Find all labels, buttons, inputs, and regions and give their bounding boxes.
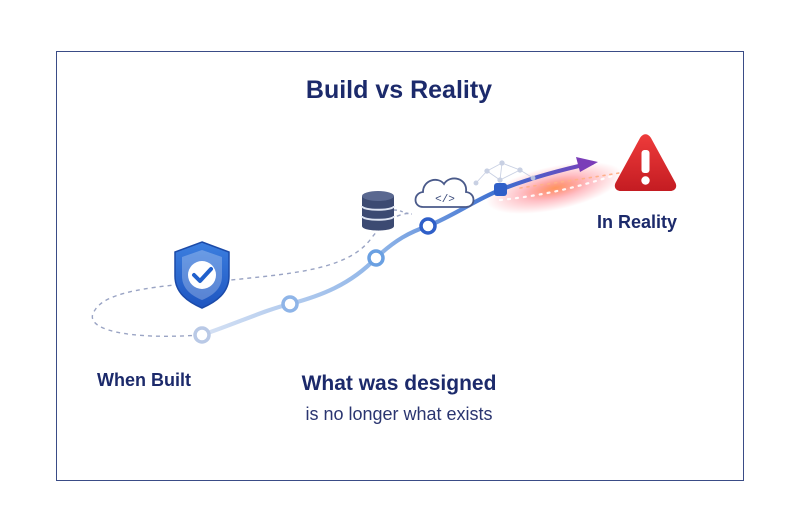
dotted-reality-trail <box>498 174 614 202</box>
drift-arrow-head <box>576 157 598 172</box>
node-4 <box>419 217 437 235</box>
drift-path <box>199 160 595 338</box>
node-2 <box>281 295 299 313</box>
label-what-was-designed: What was designed <box>301 372 497 395</box>
label-no-longer-exists: is no longer what exists <box>305 404 493 424</box>
database-icon <box>361 191 413 231</box>
label-when-built: When Built <box>97 370 191 390</box>
node-3 <box>367 249 385 267</box>
diagram-frame <box>56 51 744 481</box>
warning-icon <box>614 134 677 191</box>
label-in-reality: In Reality <box>597 212 678 232</box>
diagram-title: Build vs Reality <box>305 76 493 104</box>
shield-check-icon <box>174 241 230 309</box>
cloud-code-icon: </> <box>414 177 475 208</box>
node-built <box>193 326 211 344</box>
node-5 <box>494 183 507 196</box>
svg-text:</>: </> <box>435 194 455 206</box>
reality-glow <box>486 162 624 214</box>
network-icon <box>473 160 536 186</box>
